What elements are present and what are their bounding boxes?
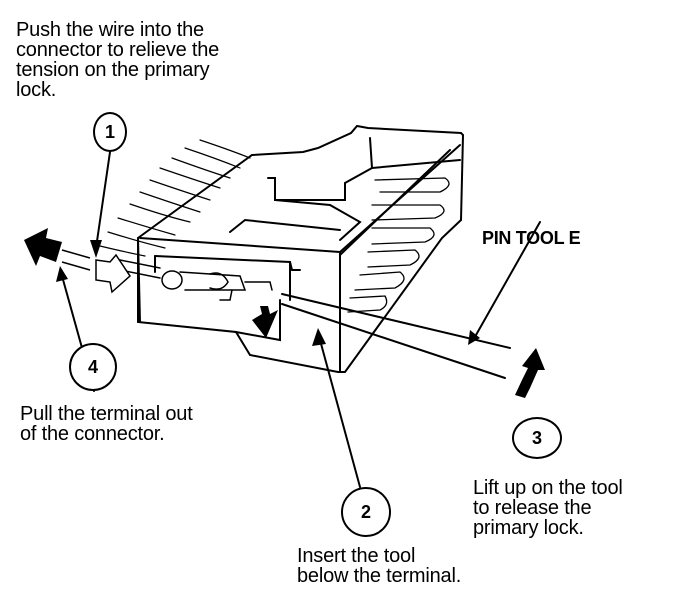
arrowhead-tool (468, 330, 480, 345)
step-3-caption: Lift up on the tool to release the prima… (473, 477, 623, 539)
connector-housing (137, 124, 465, 373)
leader-lines (61, 151, 541, 488)
arrowhead-2 (312, 328, 326, 346)
step-2-callout: 2 (341, 487, 391, 537)
lift-arrow (515, 348, 545, 398)
pull-arrow (24, 228, 62, 266)
arrowhead-4 (56, 266, 68, 282)
push-arrow (95, 253, 131, 294)
pin-tool-label: PIN TOOL E (482, 228, 581, 248)
step-3-callout: 3 (512, 417, 562, 459)
step-1-callout: 1 (93, 112, 127, 152)
arrowhead-1 (90, 240, 102, 258)
step-1-caption: Push the wire into the connector to reli… (16, 19, 220, 101)
step-4-callout: 4 (69, 343, 117, 391)
terminal (119, 259, 273, 301)
step-2-caption: Insert the tool below the terminal. (297, 545, 462, 587)
terminal-cavities (347, 177, 450, 313)
wire-bundle (99, 139, 251, 257)
down-arrow (252, 306, 278, 338)
step-4-caption: Pull the terminal out of the connector. (20, 403, 193, 445)
